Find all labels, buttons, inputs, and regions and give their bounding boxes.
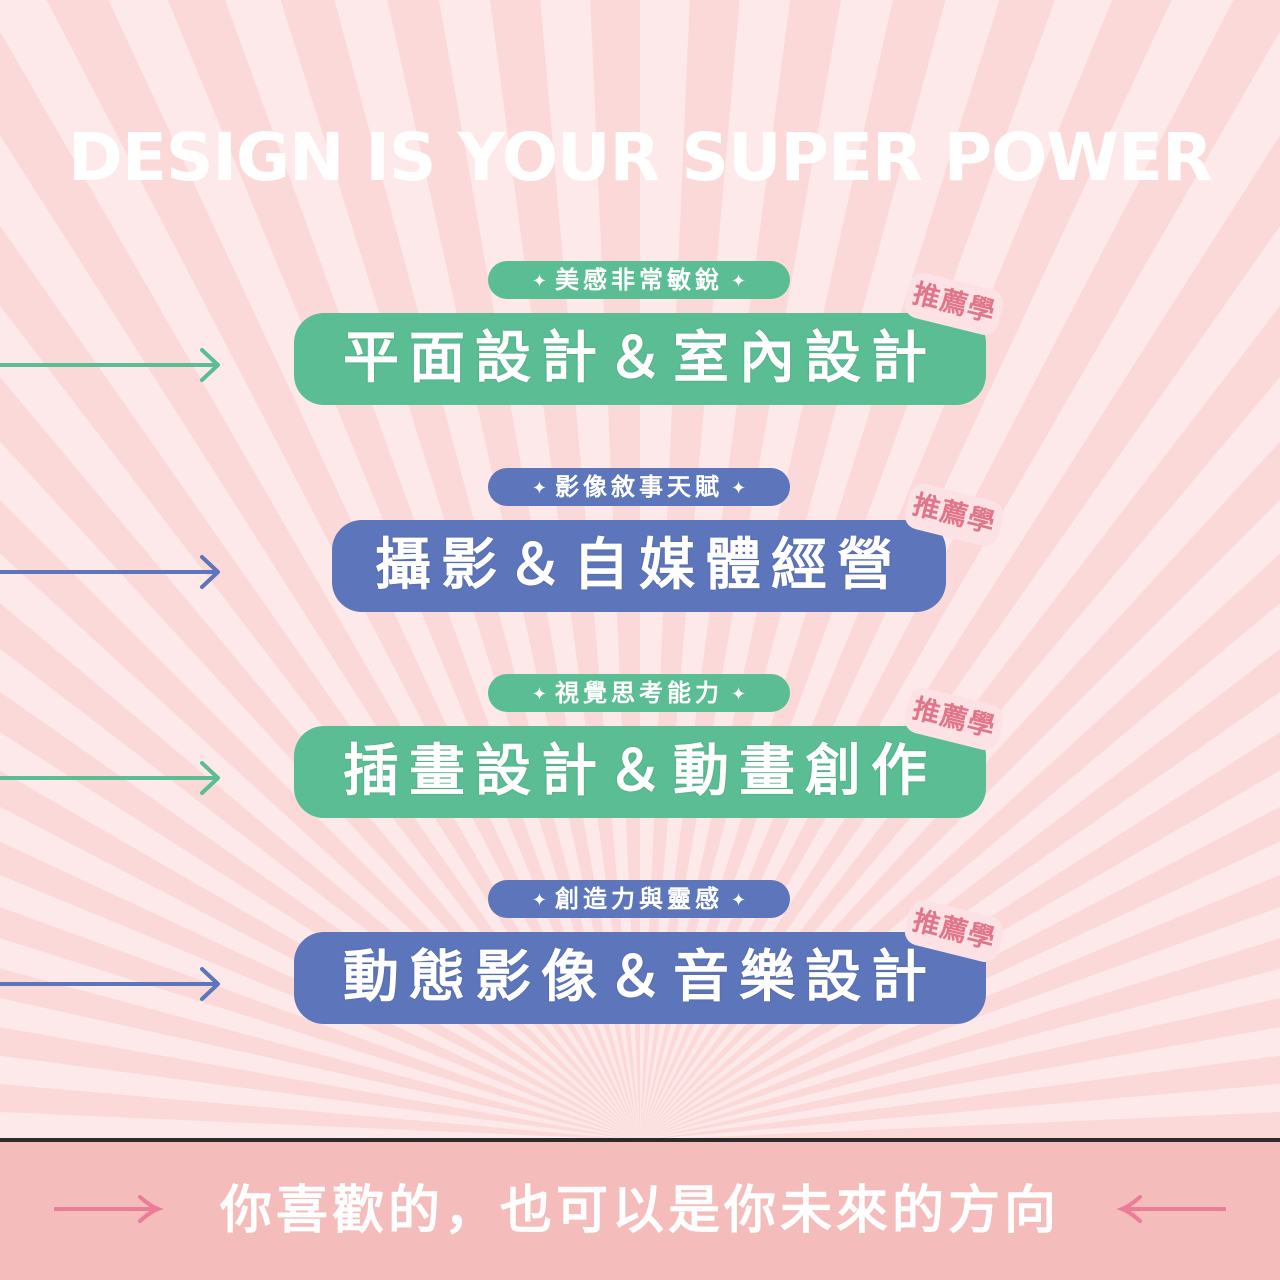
sparkle-icon: ✦ bbox=[731, 478, 747, 499]
headline: DESIGN IS YOUR SUPER POWER bbox=[68, 119, 1213, 196]
sunburst-ray bbox=[0, 938, 640, 1140]
sunburst-ray bbox=[640, 1027, 1280, 1140]
trait-pill: ✦ 美感非常敏銳 ✦ bbox=[488, 261, 790, 299]
arrow-right-icon bbox=[0, 761, 220, 795]
career-banner: 動態影像＆音樂設計 bbox=[294, 932, 986, 1024]
skill-row-illustration-animation: ✦視覺思考能力✦ 插畫設計＆動畫創作 推薦學 bbox=[0, 668, 1280, 818]
arrow-right-icon bbox=[54, 1195, 164, 1223]
sunburst-ray bbox=[640, 968, 1280, 1140]
skill-row-graphic-interior: ✦美感非常敏銳✦ 平面設計＆室內設計 推薦學 bbox=[0, 255, 1280, 405]
sunburst-ray bbox=[0, 1112, 640, 1140]
career-banner: 攝影＆自媒體經營 bbox=[332, 520, 946, 612]
sunburst-ray bbox=[0, 305, 640, 1140]
sunburst-ray bbox=[640, 31, 1280, 1140]
sunburst-ray bbox=[0, 135, 640, 1140]
trait-pill: ✦ 影像敘事天賦 ✦ bbox=[488, 468, 790, 506]
sparkle-icon: ✦ bbox=[731, 890, 747, 911]
career-banner: 插畫設計＆動畫創作 bbox=[294, 726, 986, 818]
footer-divider bbox=[0, 1138, 1280, 1142]
sunburst-ray bbox=[0, 0, 640, 1140]
sunburst-ray bbox=[640, 225, 1280, 1140]
sunburst-ray bbox=[0, 998, 640, 1140]
trait-label: 美感非常敏銳 bbox=[555, 266, 723, 294]
arrow-right-icon bbox=[0, 348, 220, 382]
footer-bar: 你喜歡的，也可以是你未來的方向 bbox=[0, 1142, 1280, 1280]
sparkle-icon: ✦ bbox=[531, 684, 547, 705]
sparkle-icon: ✦ bbox=[531, 890, 547, 911]
skill-row-photography-media: ✦影像敘事天賦✦ 攝影＆自媒體經營 推薦學 bbox=[0, 462, 1280, 612]
arrow-right-icon bbox=[0, 967, 220, 1001]
sunburst-ray bbox=[640, 500, 1280, 1140]
sunburst-ray bbox=[108, 0, 640, 1140]
trait-pill: ✦ 創造力與靈感 ✦ bbox=[488, 880, 790, 918]
trait-label: 視覺思考能力 bbox=[555, 679, 723, 707]
trait-label: 影像敘事天賦 bbox=[555, 473, 723, 501]
sunburst-ray bbox=[438, 0, 640, 1140]
sparkle-icon: ✦ bbox=[731, 684, 747, 705]
trait-pill: ✦ 視覺思考能力 ✦ bbox=[488, 674, 790, 712]
skill-row-motion-music: ✦創造力與靈感✦ 動態影像＆音樂設計 推薦學 bbox=[0, 874, 1280, 1024]
sparkle-icon: ✦ bbox=[731, 271, 747, 292]
arrow-left-icon bbox=[1116, 1195, 1226, 1223]
sunburst-ray bbox=[640, 0, 893, 1140]
sunburst-ray bbox=[640, 1084, 1280, 1140]
arrow-right-icon bbox=[0, 555, 220, 589]
sparkle-icon: ✦ bbox=[531, 271, 547, 292]
footer-message: 你喜歡的，也可以是你未來的方向 bbox=[219, 1181, 1060, 1241]
sparkle-icon: ✦ bbox=[531, 478, 547, 499]
sunburst-ray bbox=[0, 1055, 640, 1140]
trait-label: 創造力與靈感 bbox=[555, 885, 723, 913]
career-banner: 平面設計＆室內設計 bbox=[294, 313, 986, 405]
